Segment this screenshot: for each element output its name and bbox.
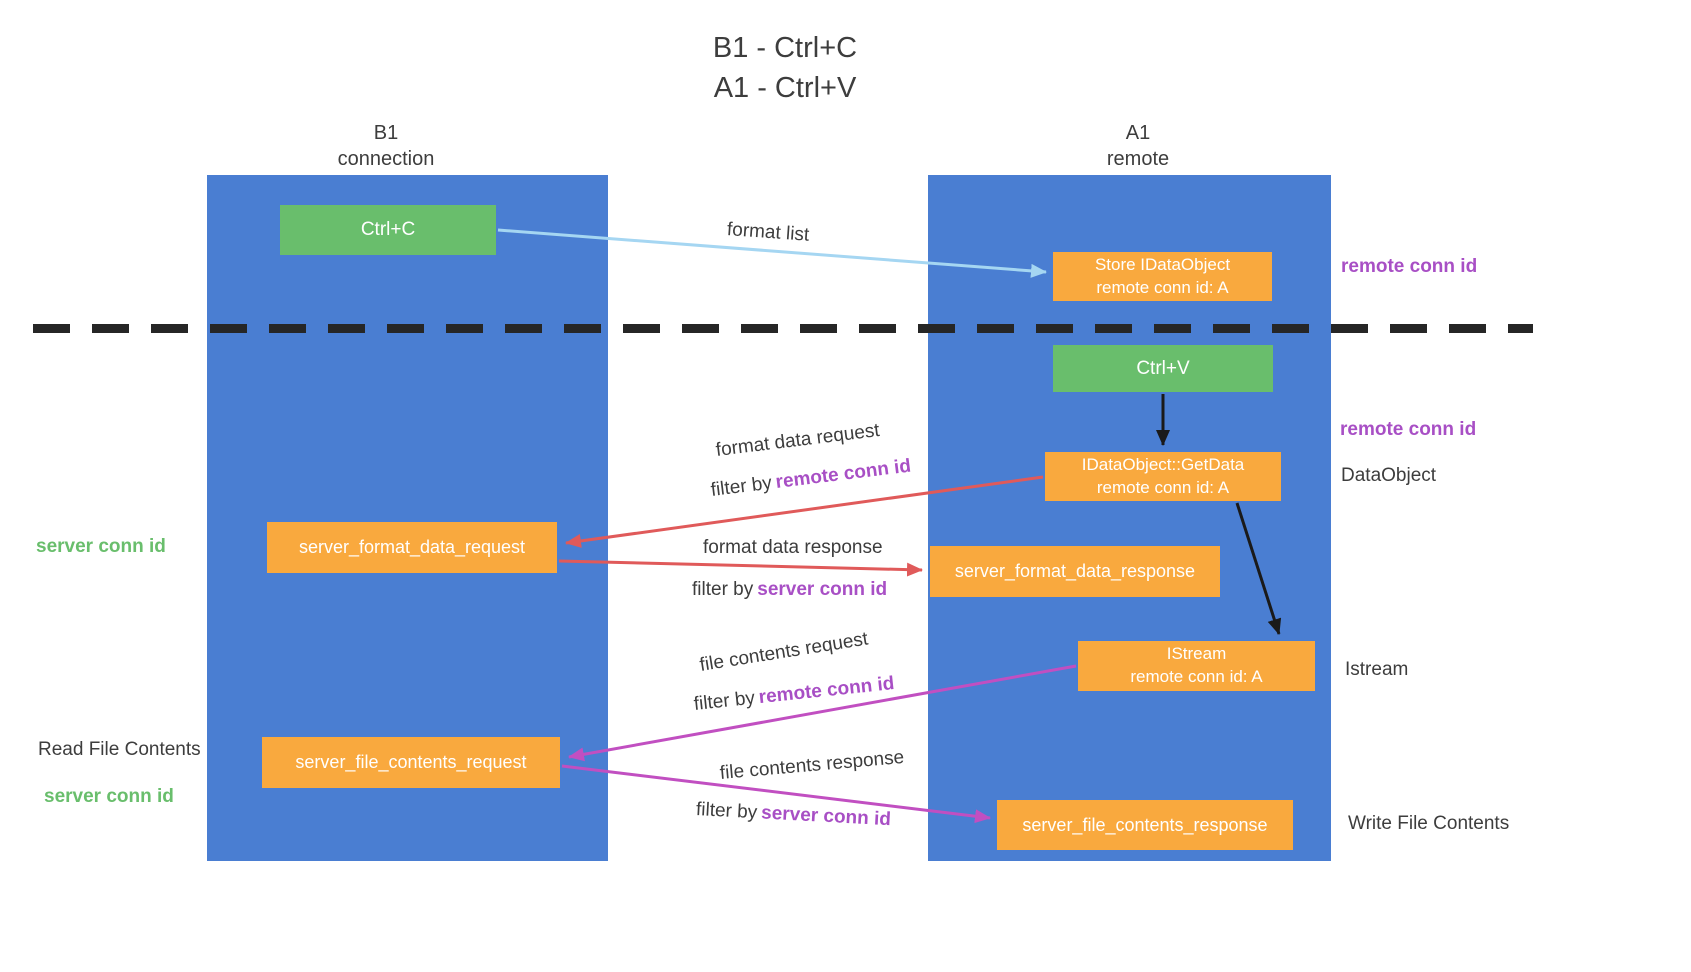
node-server-format-data-response: server_format_data_response	[930, 546, 1220, 597]
filter-by-value: remote conn id	[774, 455, 913, 493]
node-server-file-contents-request: server_file_contents_request	[262, 737, 560, 788]
node-ctrl-v-label: Ctrl+V	[1136, 357, 1190, 379]
label-server-conn-id-bottom: server conn id	[44, 786, 174, 807]
label-istream: Istream	[1345, 659, 1409, 680]
lane-a1-role: remote	[1106, 148, 1170, 170]
session-divider-dashed-line	[33, 324, 1533, 333]
filter-by-value: server conn id	[757, 579, 888, 600]
node-getdata-subtitle: remote conn id: A	[1096, 477, 1230, 497]
title-line-2: A1 - Ctrl+V	[713, 72, 857, 105]
lane-b1-name: B1	[373, 122, 399, 144]
node-idataobject-getdata: IDataObject::GetData remote conn id: A	[1045, 452, 1281, 501]
node-file-response-label: server_file_contents_response	[1022, 814, 1268, 835]
filter-by-value: server conn id	[760, 802, 892, 831]
node-server-file-contents-response: server_file_contents_response	[997, 800, 1293, 850]
label-file-contents-request: file contents request	[698, 628, 870, 676]
node-getdata-title: IDataObject::GetData	[1081, 454, 1245, 474]
label-server-conn-id-top: server conn id	[36, 536, 166, 557]
node-ctrl-c: Ctrl+C	[280, 205, 496, 255]
filter-by-prefix: filter by	[692, 579, 754, 600]
node-format-response-label: server_format_data_response	[954, 561, 1196, 582]
label-format-data-request-filter: filter byremote conn id	[710, 456, 913, 502]
label-format-data-response: format data response	[703, 537, 883, 558]
node-store-title: Store IDataObject	[1094, 254, 1231, 274]
filter-by-prefix: filter by	[709, 472, 774, 501]
lane-header-a1: A1 remote	[1028, 120, 1248, 172]
label-format-data-request: format data request	[714, 420, 881, 461]
node-ctrl-c-label: Ctrl+C	[360, 219, 416, 241]
label-file-contents-response: file contents response	[719, 746, 906, 784]
label-read-file-contents: Read File Contents	[38, 739, 201, 760]
node-server-format-data-request: server_format_data_request	[267, 522, 557, 573]
node-store-subtitle: remote conn id: A	[1096, 277, 1229, 297]
diagram-title: B1 - Ctrl+C A1 - Ctrl+V	[585, 28, 985, 108]
node-istream: IStream remote conn id: A	[1078, 641, 1315, 691]
label-file-contents-request-filter: filter byremote conn id	[693, 673, 896, 716]
node-istream-title: IStream	[1166, 644, 1227, 664]
lane-b1-role: connection	[337, 148, 435, 170]
lane-header-b1: B1 connection	[276, 120, 496, 172]
filter-by-value: remote conn id	[757, 673, 896, 709]
title-line-1: B1 - Ctrl+C	[712, 32, 858, 64]
label-format-list: format list	[726, 219, 810, 246]
node-store-idataobject: Store IDataObject remote conn id: A	[1053, 252, 1272, 301]
node-file-request-label: server_file_contents_request	[295, 752, 527, 773]
label-dataobject: DataObject	[1341, 465, 1437, 486]
filter-by-prefix: filter by	[692, 687, 756, 715]
arrow-format-data-response	[558, 559, 923, 577]
label-remote-conn-id-top: remote conn id	[1341, 256, 1478, 277]
label-write-file-contents: Write File Contents	[1348, 813, 1510, 834]
node-ctrl-v: Ctrl+V	[1053, 345, 1273, 392]
label-remote-conn-id-mid: remote conn id	[1340, 419, 1477, 440]
node-format-request-label: server_format_data_request	[298, 537, 526, 558]
filter-by-prefix: filter by	[695, 799, 758, 824]
lane-a1-name: A1	[1125, 122, 1151, 144]
node-istream-subtitle: remote conn id: A	[1130, 667, 1263, 686]
